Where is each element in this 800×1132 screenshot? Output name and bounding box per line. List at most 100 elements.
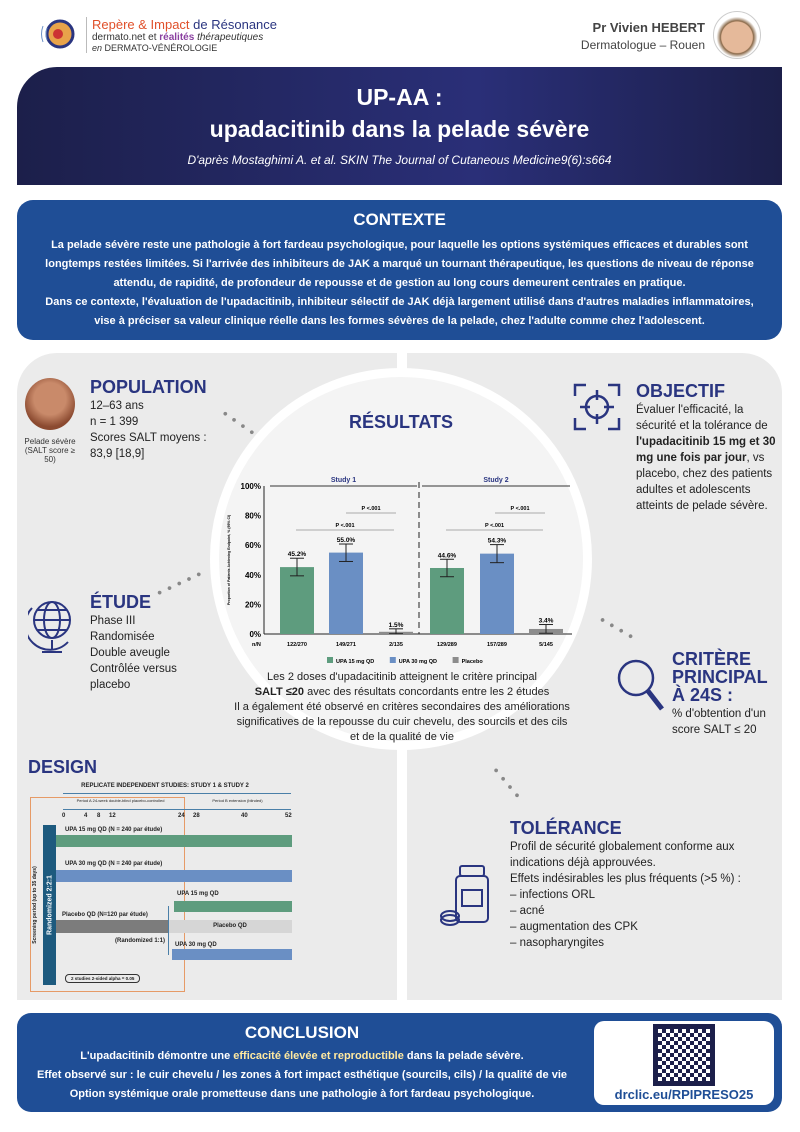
week-label: 4 [84, 813, 88, 819]
tolerance-line: – augmentation des CPK [510, 921, 638, 933]
population-image-caption: Pelade sévère (SALT score ≥ 50) [24, 437, 76, 464]
contexte-p2: Dans ce contexte, l'évaluation de l'upad… [45, 296, 754, 327]
nN-label: 149/271 [336, 642, 356, 648]
bar [430, 567, 464, 634]
nN-axis-label: n/N [252, 642, 261, 648]
resultats-heading: RÉSULTATS [349, 412, 453, 432]
conclusion-l2: Effet observé sur : le cuir chevelu / le… [36, 1069, 567, 1081]
data-label: 54.3% [488, 538, 507, 545]
tolerance-heading: TOLÉRANCE [510, 818, 622, 838]
rerandom-arrow [168, 906, 173, 955]
population-line: 83,9 [18,9] [90, 448, 145, 460]
y-tick-label: 80% [245, 512, 261, 521]
data-label: 55.0% [337, 537, 356, 544]
etude-line: Contrôlée versus placebo [90, 663, 177, 691]
arm3-bar [56, 920, 168, 933]
critere-heading-line: PRINCIPAL [672, 667, 768, 687]
legend-swatch [327, 657, 333, 663]
conclusion-l1c: dans la pelade sévère. [403, 1050, 524, 1062]
conclusion-l3: Option systémique orale prometteuse dans… [69, 1088, 535, 1100]
y-tick-label: 0% [249, 630, 261, 639]
nN-label: 157/289 [487, 642, 507, 648]
alpha-label: 2 studies 2-sided alpha = 0.05 [65, 974, 141, 983]
target-icon [572, 382, 622, 437]
logo-icon [38, 14, 78, 54]
nN-label: 129/289 [437, 642, 457, 648]
timeline-arrow [63, 809, 291, 810]
logo-line1a: Repère & Impact [92, 17, 190, 32]
logo-line2c: thérapeutiques [197, 32, 264, 43]
critere-heading-line: CRITÈRE [672, 649, 752, 669]
population-line: 12–63 ans [90, 400, 144, 412]
y-tick-label: 40% [245, 571, 261, 580]
nN-label: 2/135 [389, 642, 403, 648]
randomized-label: Randomized 2:2:1 [46, 875, 54, 935]
ext2-bar: Placebo QD [168, 920, 292, 933]
bar [280, 567, 314, 634]
period-a-label: Period A 24-week double-blind placebo-co… [76, 798, 165, 803]
contexte-section: CONTEXTE La pelade sévère reste une path… [17, 200, 782, 340]
resultats-summary: Les 2 doses d'upadacitinib atteignent le… [232, 670, 572, 745]
design-heading: DESIGN [28, 757, 98, 777]
nN-label: 122/270 [287, 642, 307, 648]
qr-card[interactable]: drclic.eu/RPIPRESO25 [594, 1021, 774, 1105]
contexte-p1: La pelade sévère reste une pathologie à … [45, 239, 754, 289]
conclusion-l1a: L'upadacitinib démontre une [80, 1050, 234, 1062]
randomized-bar [43, 825, 56, 985]
contexte-heading: CONTEXTE [353, 210, 446, 229]
data-label: 45.2% [288, 551, 307, 558]
results-bar-chart: 0% 20% 40% 60% 80% 100% Proportion of Patients… [227, 477, 572, 665]
bar [329, 552, 363, 634]
author-avatar [713, 11, 761, 59]
y-tick-label: 100% [241, 482, 261, 491]
data-label: 3.4% [539, 618, 554, 625]
etude-heading: ÉTUDE [90, 592, 152, 612]
legend-label: UPA 30 mg QD [399, 659, 437, 665]
title-line2: upadacitinib dans la pelade sévère [209, 116, 590, 142]
resultats-summary-d: Il a également été observé en critères s… [234, 701, 570, 743]
critere-heading-line: À 24S : [672, 685, 734, 705]
week-label: 40 [241, 813, 248, 819]
pvalue-label: P <.001 [361, 506, 380, 512]
conclusion-l1b: efficacité élevée et reproductible [233, 1050, 404, 1062]
resultats-summary-c: avec des résultats concordants entre les… [304, 686, 550, 698]
ext3-bar [172, 949, 292, 960]
etude-line: Double aveugle [90, 647, 170, 659]
design-title: REPLICATE INDEPENDENT STUDIES: STUDY 1 &… [81, 783, 249, 789]
period-b-label: Period B extension (blinded) [212, 798, 263, 803]
resultats-summary-b: SALT ≤20 [254, 686, 305, 698]
y-tick-label: 60% [245, 541, 261, 550]
arm1-label: UPA 15 mg QD (N = 240 par étude) [65, 827, 163, 833]
logo-text: Repère & Impact de Résonance dermato.net… [86, 17, 277, 53]
tolerance-line: – acné [510, 905, 545, 917]
objectif-text-b: l'upadacitinib 15 mg et 30 mg une fois p… [636, 436, 776, 464]
ext1-label: UPA 15 mg QD [177, 891, 219, 897]
arm2-bar [56, 870, 292, 882]
design-arrow [63, 793, 291, 794]
legend-label: Placebo [462, 659, 484, 665]
legend-swatch [452, 657, 459, 663]
week-label: 0 [62, 813, 66, 819]
bar [480, 553, 514, 634]
arm3-label: Placebo QD (N=120 par étude) [62, 912, 148, 918]
qr-link[interactable]: drclic.eu/RPIPRESO25 [614, 1087, 754, 1102]
author-name: Pr Vivien HEBERT [592, 20, 705, 35]
design-diagram: REPLICATE INDEPENDENT STUDIES: STUDY 1 &… [25, 775, 305, 995]
population-line: Scores SALT moyens : [90, 432, 207, 444]
conclusion-section: CONCLUSION L'upadacitinib démontre une e… [17, 1013, 782, 1112]
author-role: Dermatologue – Rouen [580, 38, 705, 52]
results-circle [210, 368, 592, 750]
data-label: 44.6% [438, 552, 457, 559]
y-tick-label: 20% [245, 600, 261, 609]
etude-line: Phase III [90, 615, 136, 627]
pvalue-label: P <.001 [335, 523, 354, 529]
reference: D'après Mostaghimi A. et al. SKIN The Jo… [187, 153, 612, 167]
title-line1: UP-AA : [356, 84, 443, 110]
data-label: 1.5% [389, 622, 404, 629]
y-axis-label: Proportion of Patients Achieving Endpoin… [227, 515, 231, 605]
magnifier-icon [614, 656, 666, 725]
tolerance-line: Profil de sécurité globalement conforme … [510, 841, 735, 869]
title-banner: UP-AA : upadacitinib dans la pelade sévèr… [17, 67, 782, 185]
ext1-bar [174, 901, 292, 912]
qr-code-icon[interactable] [653, 1024, 715, 1086]
